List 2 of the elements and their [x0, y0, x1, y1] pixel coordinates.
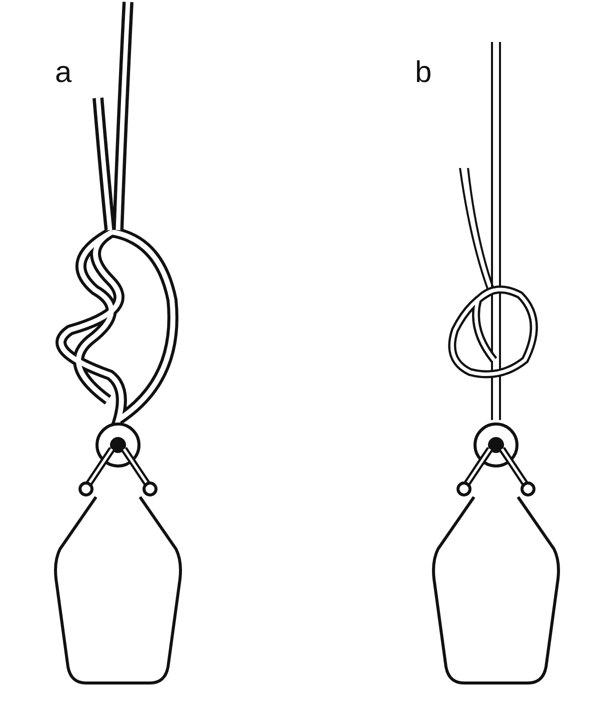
panel-letter: a	[55, 58, 72, 88]
panel-letter: b	[415, 58, 432, 88]
